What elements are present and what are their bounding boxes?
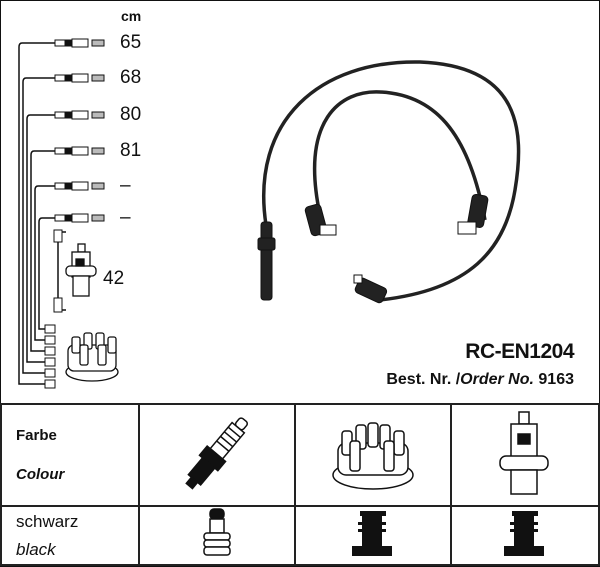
cable-boots xyxy=(257,193,489,304)
colour-value-en: black xyxy=(16,539,56,559)
colour-table: Farbe Colour xyxy=(0,403,600,566)
order-number: 9163 xyxy=(538,371,574,388)
spark-plug-cell xyxy=(138,403,296,507)
coil-icon xyxy=(65,243,97,297)
colour-value-cell: schwarz black xyxy=(0,505,140,566)
distributor-boot-icon xyxy=(352,511,392,556)
plug-connectors xyxy=(44,38,105,389)
colour-header-cell: Farbe Colour xyxy=(0,403,140,507)
order-number-line: Best. Nr. /Order No. 9163 xyxy=(386,371,574,388)
lead-length: – xyxy=(120,207,131,228)
main-cables xyxy=(262,60,521,302)
product-code: RC-EN1204 xyxy=(465,340,574,363)
distributor-boot-cell xyxy=(294,505,452,566)
lead-length: 81 xyxy=(120,140,142,161)
distributor-cap-cell xyxy=(294,403,452,507)
coil-boot-icon xyxy=(504,511,544,556)
coil-lead-length: 42 xyxy=(103,268,125,289)
lead-wires xyxy=(18,42,66,385)
colour-header-en: Colour xyxy=(16,466,65,483)
colour-value-de: schwarz xyxy=(16,511,79,531)
coil-boot-cell xyxy=(450,505,600,566)
distributor-cap-icon xyxy=(65,332,119,382)
order-label-en: Order No. xyxy=(460,371,534,388)
plug-boot-cell xyxy=(138,505,296,566)
ignition-lead-set-diagram xyxy=(18,38,521,389)
spark-plug-boot-icon xyxy=(203,508,231,556)
length-unit: cm xyxy=(121,8,142,24)
distributor-cap-icon xyxy=(332,421,414,490)
lead-length: 80 xyxy=(120,104,142,125)
lead-length: 68 xyxy=(120,67,142,88)
coil-cell xyxy=(450,403,600,507)
lead-length: – xyxy=(120,175,131,196)
order-label-de: Best. Nr. xyxy=(386,371,452,388)
ignition-coil-icon xyxy=(499,410,549,495)
spark-plug-icon xyxy=(185,416,248,490)
colour-header-de: Farbe xyxy=(16,427,57,444)
lead-length: 65 xyxy=(120,32,142,53)
